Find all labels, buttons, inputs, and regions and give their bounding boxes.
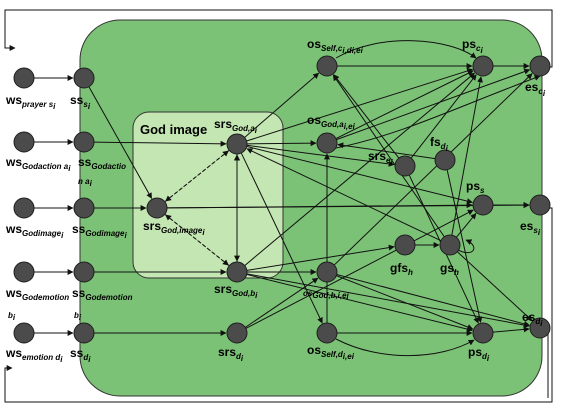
label-srs-d: srsdi xyxy=(218,345,244,363)
label-es-s: essi xyxy=(520,219,541,237)
label-gfs-h: gfsh xyxy=(390,261,413,277)
label-ps-d: psdi xyxy=(468,345,490,363)
node-osT xyxy=(316,55,338,77)
node-srsE xyxy=(394,155,416,177)
edge-srsD-osB xyxy=(244,277,319,328)
dashed-edge-srsB-srsI xyxy=(165,214,230,267)
curve-osS-psD xyxy=(335,338,475,357)
label-ps-s: pss xyxy=(466,179,485,195)
node-esD xyxy=(529,317,551,339)
edge-osB-esC xyxy=(333,73,533,266)
edge-fs-osA xyxy=(337,142,436,160)
node-gs xyxy=(439,234,461,256)
diagram-labels: wsprayer si sssi wsGodaction ai ssGodactio n… xyxy=(5,37,546,364)
label-ws-godemotion: wsGodemotion xyxy=(5,286,69,302)
label-ws-godimage: wsGodimagei xyxy=(5,222,64,240)
edge-srsA-osT xyxy=(244,72,320,138)
label-ss-prayer: sssi xyxy=(70,93,91,111)
label-srs-godimage: srsGod,imagei xyxy=(143,219,205,237)
edge-srsI-esS xyxy=(166,202,530,209)
node-srsA xyxy=(226,133,248,155)
node-ws5 xyxy=(13,322,35,344)
label-os-self-bottom: osSelf,di,ei xyxy=(307,343,355,361)
edge-gs-esD xyxy=(457,251,533,321)
edge-ss2-srsA xyxy=(93,140,227,147)
edge-osA-esC xyxy=(336,68,531,141)
label-es-c: esci xyxy=(525,80,546,98)
edge-osB-psD xyxy=(336,275,474,330)
edge-srsB-psC xyxy=(244,72,476,266)
edge-srsB-gfs xyxy=(246,244,395,271)
node-osA xyxy=(316,132,338,154)
node-ss1 xyxy=(73,67,95,89)
edge-osA-psC xyxy=(335,70,474,140)
edge-gs-psC xyxy=(451,76,483,236)
edge-fs-psD xyxy=(446,169,483,323)
node-ws3 xyxy=(13,197,35,219)
dashed-edge-srsA-srsI xyxy=(165,149,230,202)
label-ss-emotion: ssdi xyxy=(70,346,91,364)
node-ss5 xyxy=(73,322,95,344)
curve-osT-psC xyxy=(335,40,477,59)
node-ws2 xyxy=(13,131,35,153)
node-ws4 xyxy=(13,261,35,283)
node-esC xyxy=(529,55,551,77)
curve-osA-esC xyxy=(335,75,541,149)
label-ws-godaction: wsGodaction ai xyxy=(5,155,71,173)
edge-srsA-psC xyxy=(246,68,474,142)
node-gfs xyxy=(394,234,416,256)
node-srsB xyxy=(226,261,248,283)
label-fs-d: fsdi xyxy=(430,135,449,153)
label-ws-godemotion-cont: bi xyxy=(8,311,16,322)
label-ws-emotion: wsemotion di xyxy=(5,346,63,364)
label-ws-prayer: wsprayer si xyxy=(5,93,56,111)
label-ss-godaction-cont: n ai xyxy=(78,177,93,188)
node-osS xyxy=(316,322,338,344)
node-ss3 xyxy=(73,197,95,219)
node-ss4 xyxy=(73,261,95,283)
label-ss-godimage: ssGodimagei xyxy=(72,222,127,240)
edge-psD-esD xyxy=(492,326,530,333)
node-srsI xyxy=(146,197,168,219)
node-srsD xyxy=(226,322,248,344)
node-esS xyxy=(529,194,551,216)
label-srs-god-b: srsGod,bi xyxy=(214,282,258,300)
edge-gs-psS xyxy=(455,213,477,238)
label-ss-godaction: ssGodactio xyxy=(78,155,126,171)
label-os-self-top: osSelf,ci,di,ei xyxy=(307,37,364,55)
label-os-god-b: osGod,b,i,ej xyxy=(303,289,350,300)
node-psC xyxy=(472,55,494,77)
node-ss2 xyxy=(73,131,95,153)
edge-srsA-osA xyxy=(246,140,317,147)
label-srs-e: srsei xyxy=(368,149,393,167)
node-fs xyxy=(434,149,456,171)
self-loop-gs xyxy=(457,239,475,254)
label-srs-god-a: srsGod,ai xyxy=(214,117,258,135)
label-ss-godemotion: ssGodemotion xyxy=(72,286,133,302)
edge-srsA-osS xyxy=(240,152,323,324)
edge-srsB-psD xyxy=(246,273,473,332)
god-image-label: God image xyxy=(140,122,207,137)
edge-srsE-osT xyxy=(333,74,400,159)
node-osB xyxy=(316,261,338,283)
label-ss-godemotion-cont: bi xyxy=(74,311,82,322)
diagram-nodes xyxy=(13,55,551,344)
edge-srsA-psS xyxy=(246,145,473,204)
diagram-edges xyxy=(34,40,541,357)
label-os-god-a: osGod,ai,ei xyxy=(307,113,356,131)
label-ps-c: psci xyxy=(462,37,483,55)
node-psD xyxy=(472,322,494,344)
node-psS xyxy=(472,194,494,216)
label-es-d: esdi xyxy=(522,310,543,328)
edge-osB-esD xyxy=(336,274,530,327)
edge-gs-srsA xyxy=(246,148,442,242)
node-ws1 xyxy=(13,67,35,89)
edge-srsE-psC xyxy=(410,74,477,159)
god-image-region xyxy=(132,111,284,279)
label-gs-h: gsh xyxy=(440,261,459,277)
